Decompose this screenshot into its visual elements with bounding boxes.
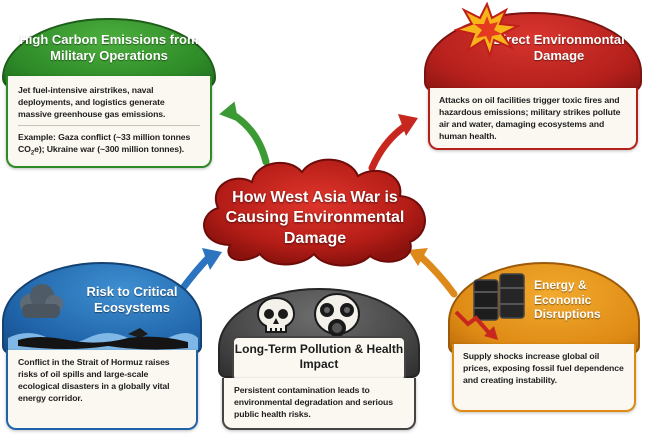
carbon-emissions-example: Example: Gaza conflict (~33 million tonn… xyxy=(18,132,191,157)
direct-damage-title: Direct Environmontal Damage xyxy=(493,32,625,63)
energy-body: Supply shocks increase global oil prices… xyxy=(452,344,636,412)
falling-chart-icon xyxy=(454,310,498,340)
pollution-text: Persistent contamination leads to enviro… xyxy=(234,385,393,419)
ecosystems-title: Risk to Critical Ecosystems xyxy=(86,284,178,315)
smoke-icon xyxy=(20,284,63,318)
energy-text: Supply shocks increase global oil prices… xyxy=(463,351,624,385)
ecosystems-body: Conflict in the Strait of Hormuz raises … xyxy=(6,350,198,430)
arrow-to-direct xyxy=(368,114,418,172)
gas-mask-icon xyxy=(314,293,360,337)
pollution-body: Persistent contamination leads to enviro… xyxy=(222,378,416,430)
explosion-icon xyxy=(454,2,520,58)
skull-icon xyxy=(256,296,296,333)
direct-damage-text: Attacks on oil facilities trigger toxic … xyxy=(439,95,621,141)
oil-barrel-icon xyxy=(473,273,525,321)
ecosystems-text: Conflict in the Strait of Hormuz raises … xyxy=(18,357,170,403)
divider xyxy=(18,125,200,126)
direct-damage-card: Direct Environmontal Damage Attacks on o… xyxy=(424,2,642,150)
arrow-to-carbon xyxy=(219,101,270,166)
pollution-card: Long-Term Pollution & Health Impact Pers… xyxy=(218,288,420,430)
ecosystems-card: Risk to Critical Ecosystems Conflict in … xyxy=(2,262,202,430)
energy-title: Energy & Economic Disruptions xyxy=(534,278,601,322)
arrow-to-energy xyxy=(408,248,458,298)
energy-card: Energy & Economic Disruptions Supply sho… xyxy=(448,262,640,412)
carbon-emissions-text: Jet fuel-intensive airstrikes, naval dep… xyxy=(18,85,166,119)
center-cloud-shape xyxy=(203,158,426,267)
carbon-emissions-body: Jet fuel-intensive airstrikes, naval dep… xyxy=(6,76,212,168)
carbon-emissions-card: High Carbon Emissions from Military Oper… xyxy=(2,18,216,168)
direct-damage-body: Attacks on oil facilities trigger toxic … xyxy=(428,88,638,150)
oil-spill-icon xyxy=(8,328,198,352)
center-title: How West Asia War is Causing Environment… xyxy=(225,189,405,247)
pollution-title: Long-Term Pollution & Health Impact xyxy=(232,336,406,382)
